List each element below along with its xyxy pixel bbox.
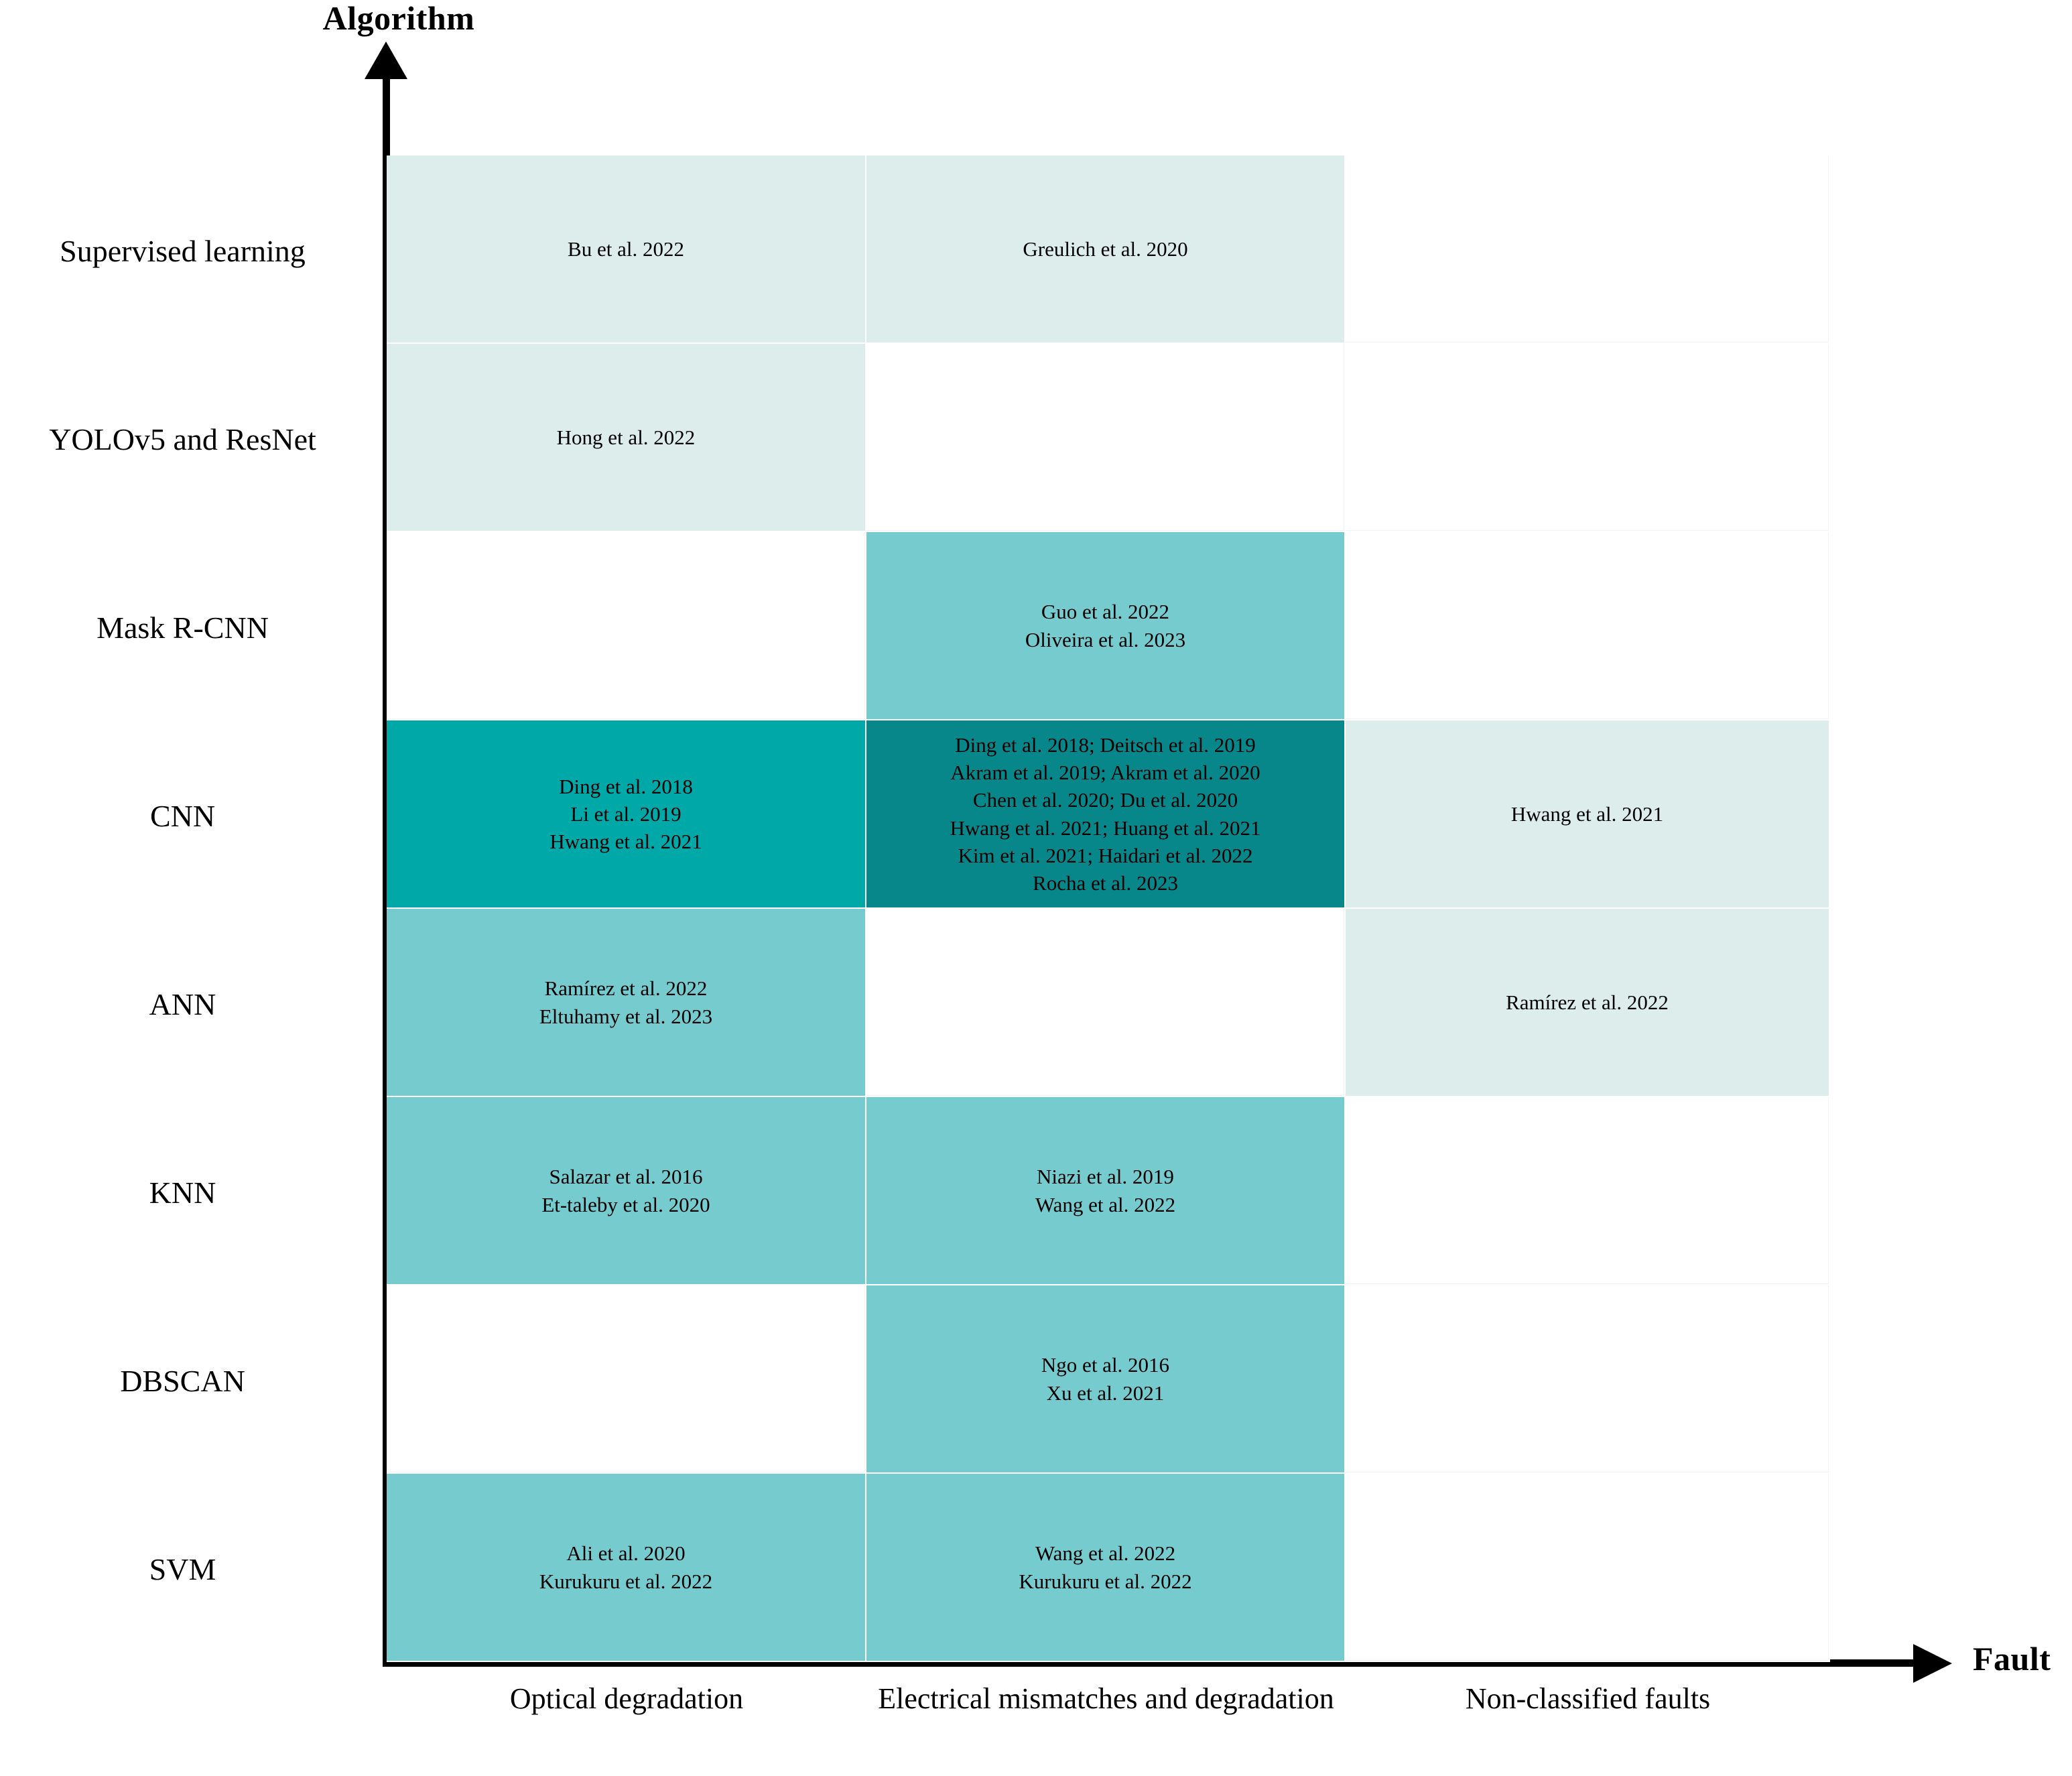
x-category-label-electrical-mismatches-and-degradation: Electrical mismatches and degradation: [878, 1682, 1334, 1715]
matrix-cell[interactable]: [1346, 155, 1830, 344]
y-category-label-cnn: CNN: [149, 799, 216, 833]
matrix-cell[interactable]: Ramírez et al. 2022: [1346, 909, 1830, 1097]
matrix-cell[interactable]: Niazi et al. 2019 Wang et al. 2022: [866, 1097, 1346, 1285]
matrix-cell-text: Ding et al. 2018 Li et al. 2019 Hwang et…: [549, 774, 702, 854]
x-category-label-non-classified-faults: Non-classified faults: [1465, 1682, 1711, 1715]
matrix-cell[interactable]: Guo et al. 2022 Oliveira et al. 2023: [866, 532, 1346, 720]
y-axis-title: Algorithm: [322, 0, 475, 37]
y-category-label-knn: KNN: [149, 1176, 216, 1210]
matrix-cell[interactable]: [1346, 532, 1830, 720]
matrix-cell-text: Bu et al. 2022: [568, 237, 684, 261]
matrix-cell[interactable]: Ding et al. 2018; Deitsch et al. 2019 Ak…: [866, 720, 1346, 909]
matrix-cell-text: Wang et al. 2022 Kurukuru et al. 2022: [1019, 1541, 1192, 1593]
matrix-cell[interactable]: Hwang et al. 2021: [1346, 720, 1830, 909]
matrix-cell[interactable]: [866, 909, 1346, 1097]
matrix-cell-text: Ramírez et al. 2022: [1506, 990, 1669, 1014]
matrix-cell[interactable]: [1346, 344, 1830, 532]
matrix-cell[interactable]: [1346, 1285, 1830, 1474]
matrix-cell-text: Niazi et al. 2019 Wang et al. 2022: [1035, 1165, 1176, 1216]
y-category-label-yolov5-and-resnet: YOLOv5 and ResNet: [49, 422, 316, 456]
matrix-cell[interactable]: Ramírez et al. 2022 Eltuhamy et al. 2023: [387, 909, 866, 1097]
matrix-cell-text: Salazar et al. 2016 Et-taleby et al. 202…: [541, 1165, 710, 1216]
matrix-cell[interactable]: Ngo et al. 2016 Xu et al. 2021: [866, 1285, 1346, 1474]
matrix-cell[interactable]: Ali et al. 2020 Kurukuru et al. 2022: [387, 1474, 866, 1662]
matrix-cell-text: Ding et al. 2018; Deitsch et al. 2019 Ak…: [950, 733, 1261, 895]
matrix-cell-text: Ali et al. 2020 Kurukuru et al. 2022: [539, 1541, 713, 1593]
x-axis-line: [383, 1659, 1917, 1667]
matrix-cell-text: Hong et al. 2022: [556, 425, 696, 449]
matrix-cell[interactable]: Bu et al. 2022: [387, 155, 866, 344]
y-category-label-supervised-learning: Supervised learning: [60, 234, 306, 268]
matrix-cell-text: Guo et al. 2022 Oliveira et al. 2023: [1025, 600, 1186, 651]
matrix-cell[interactable]: Greulich et al. 2020: [866, 155, 1346, 344]
matrix-cell-text: Ramírez et al. 2022 Eltuhamy et al. 2023: [539, 976, 713, 1028]
matrix-cell[interactable]: [387, 1285, 866, 1474]
y-category-label-svm: SVM: [149, 1552, 216, 1586]
matrix-cell-text: Ngo et al. 2016 Xu et al. 2021: [1041, 1353, 1170, 1405]
matrix-cell[interactable]: Hong et al. 2022: [387, 344, 866, 532]
matrix-cell[interactable]: Salazar et al. 2016 Et-taleby et al. 202…: [387, 1097, 866, 1285]
x-axis-title: Fault: [1973, 1640, 2051, 1677]
y-category-label-mask-r-cnn: Mask R-CNN: [96, 611, 269, 645]
y-axis-line: [383, 64, 390, 1666]
matrix-cell[interactable]: [1346, 1097, 1830, 1285]
x-category-label-optical-degradation: Optical degradation: [509, 1682, 744, 1715]
matrix-cell[interactable]: Wang et al. 2022 Kurukuru et al. 2022: [866, 1474, 1346, 1662]
matrix-cell-text: Hwang et al. 2021: [1510, 802, 1664, 826]
y-category-label-ann: ANN: [149, 987, 216, 1021]
y-category-label-dbscan: DBSCAN: [120, 1364, 245, 1398]
matrix-cell[interactable]: [866, 344, 1346, 532]
matrix-cell[interactable]: [387, 532, 866, 720]
y-axis-arrowhead-icon: [365, 42, 407, 79]
matrix-cell-text: Greulich et al. 2020: [1023, 237, 1188, 261]
matrix-cell[interactable]: Ding et al. 2018 Li et al. 2019 Hwang et…: [387, 720, 866, 909]
x-axis-arrowhead-icon: [1913, 1644, 1952, 1683]
heatmap-matrix: Bu et al. 2022 Greulich et al. 2020 Hong…: [387, 155, 1830, 1662]
matrix-cell[interactable]: [1346, 1474, 1830, 1662]
